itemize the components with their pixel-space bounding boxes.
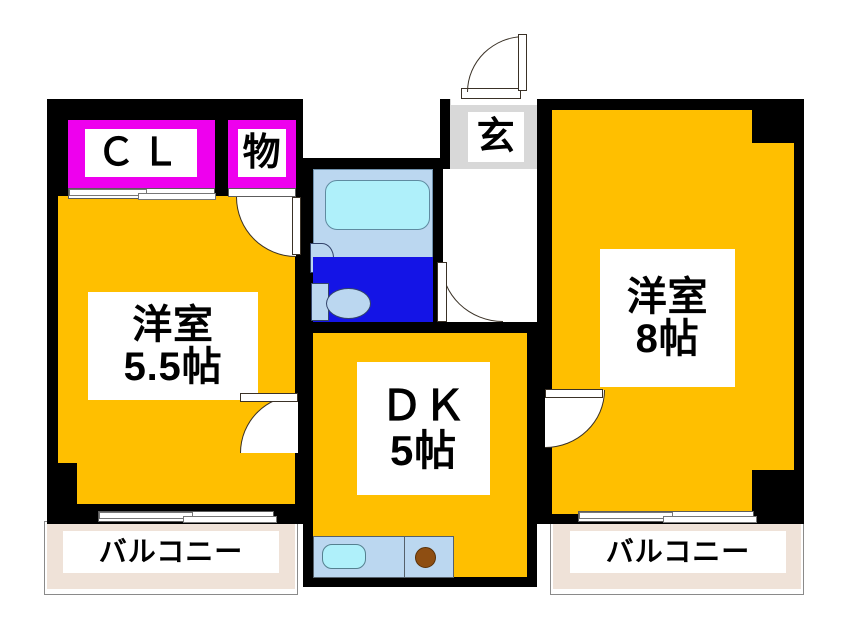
washroom-door-leaf[interactable] [437,262,447,322]
western-room-right-label: 洋室 8帖 [600,249,735,387]
dining-kitchen-label: ＤＫ 5帖 [357,362,490,495]
entrance-door-swing-arc[interactable] [467,36,525,92]
left-room-pillar-notch [47,463,77,524]
balcony-right-door-pane-b[interactable] [663,516,757,523]
right-room-bottom-notch [752,470,804,524]
entrance-step-line [451,99,541,105]
entrance-label: 玄 [468,112,524,162]
bathtub [325,180,430,230]
right-room-top-notch [752,99,804,143]
closet-left-label: ＣＬ [85,129,197,177]
western-room-left-label: 洋室 5.5帖 [88,292,258,400]
balcony-right-label: バルコニー [570,531,786,573]
closet-sliding-door[interactable] [68,188,216,200]
storage-door-head [228,188,296,197]
kitchen-sink [322,544,366,569]
balcony-left-sliding-door[interactable] [98,511,277,523]
balcony-left-door-pane-b[interactable] [183,516,277,523]
bedroom-left-door-leaf[interactable] [240,393,298,402]
storage-label: 物 [238,129,286,177]
closet-door-pane-right[interactable] [138,193,216,200]
bedroom-right-door-leaf[interactable] [545,389,603,398]
balcony-left-label: バルコニー [63,531,279,573]
washroom-door-swing-arc[interactable] [441,262,503,322]
balcony-right-sliding-door[interactable] [578,511,757,523]
closet-door-pane-left[interactable] [69,189,147,196]
entrance-door-open-leaf[interactable] [518,34,527,91]
toilet-bowl [326,288,371,319]
balcony-right-door-pane-a[interactable] [579,512,673,519]
stove-burner [415,547,436,568]
balcony-left-door-pane-a[interactable] [99,512,193,519]
storage-door-leaf[interactable] [292,197,301,255]
